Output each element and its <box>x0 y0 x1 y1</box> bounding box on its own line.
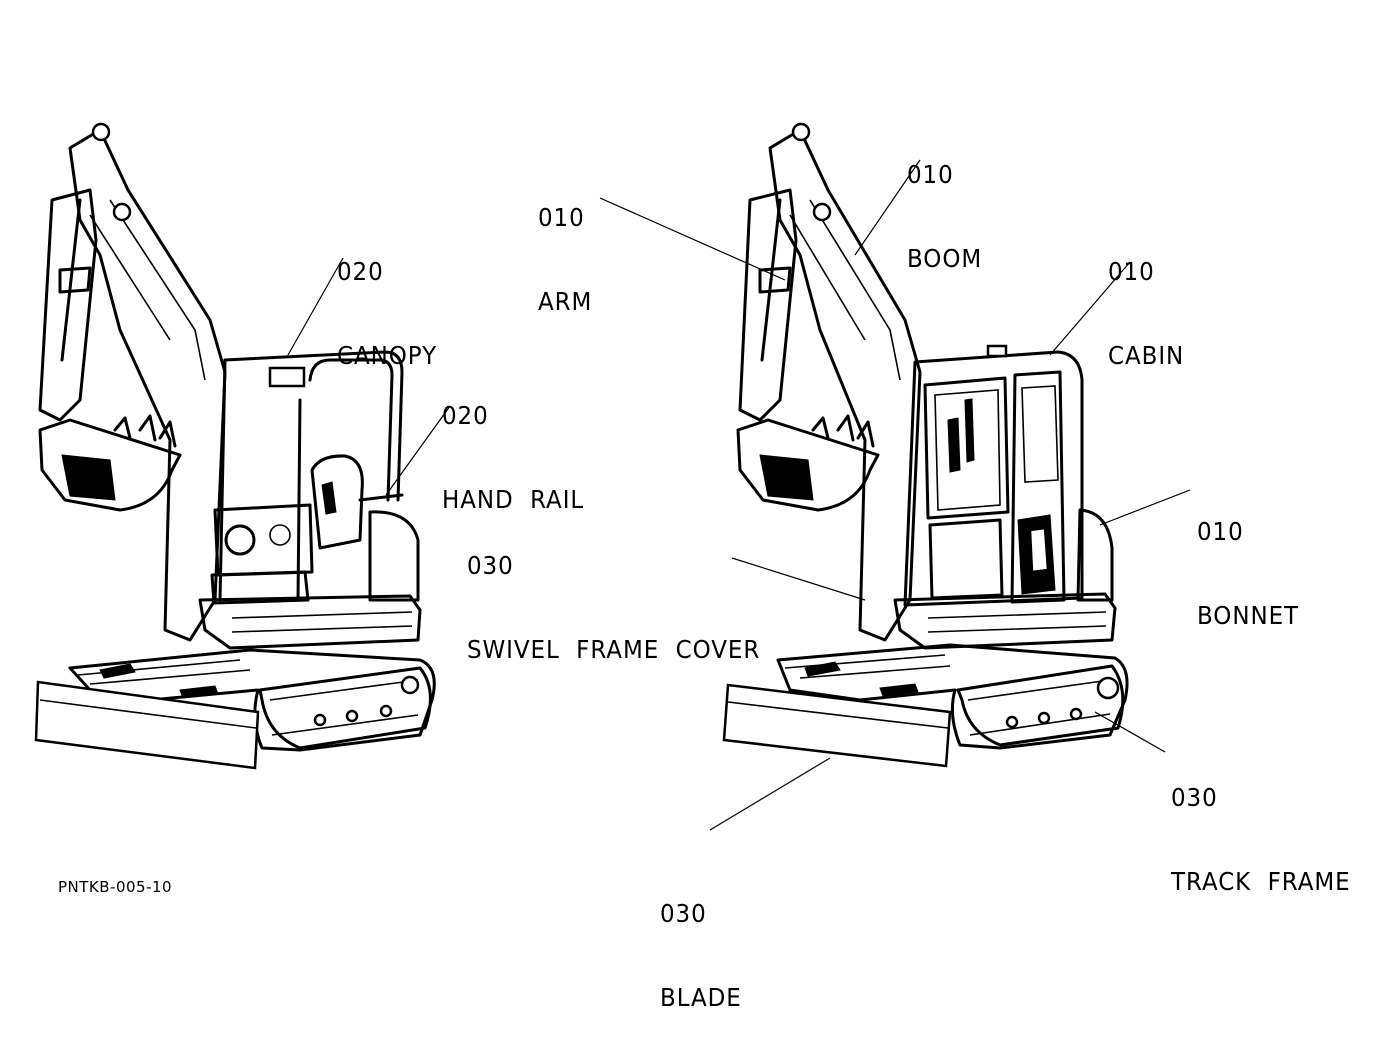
hand-rail-leader <box>385 405 451 496</box>
left-boom-arm <box>38 122 227 642</box>
right-cabin <box>903 344 1084 607</box>
boom-leader <box>854 159 921 256</box>
canopy-leader <box>287 257 344 356</box>
callout-blade: 030 BLADE <box>660 844 742 1040</box>
blade-code: 030 <box>660 899 707 928</box>
callout-arm: 010 ARM <box>538 148 592 344</box>
boom-code: 010 <box>907 160 954 189</box>
arm-code: 010 <box>538 203 585 232</box>
hand-rail-name: HAND RAIL <box>442 485 585 514</box>
blade-leader <box>709 757 831 831</box>
callout-swivel-frame-cover: 030 SWIVEL FRAME COVER <box>467 496 760 692</box>
swivel-frame-cover-name: SWIVEL FRAME COVER <box>467 635 761 664</box>
right-bucket <box>736 414 880 512</box>
callout-cabin: 010 CABIN <box>1108 202 1184 398</box>
blade-name: BLADE <box>660 983 742 1012</box>
left-bucket <box>38 414 182 512</box>
left-blade <box>34 680 260 770</box>
right-blade <box>722 683 952 768</box>
hand-rail-code: 020 <box>442 401 489 430</box>
callout-bonnet: 010 BONNET <box>1197 462 1299 658</box>
cabin-code: 010 <box>1108 257 1155 286</box>
left-canopy-frame <box>218 350 404 602</box>
bonnet-leader <box>1099 489 1191 526</box>
canopy-excavator-illustration <box>34 122 436 770</box>
right-upper-structure <box>893 508 1117 650</box>
bonnet-code: 010 <box>1197 517 1244 546</box>
arm-leader <box>599 197 786 281</box>
left-seat <box>310 454 404 550</box>
swivel-frame-cover-leader <box>731 557 866 601</box>
callout-hand-rail: 020 HAND RAIL <box>442 346 584 542</box>
canopy-code: 020 <box>337 257 384 286</box>
callout-boom: 010 BOOM <box>907 105 982 301</box>
bonnet-name: BONNET <box>1197 601 1299 630</box>
left-upper-structure <box>198 503 422 650</box>
right-boom-arm <box>738 122 922 642</box>
boom-name: BOOM <box>907 244 983 273</box>
document-id: PNTKB-005-10 <box>58 878 173 896</box>
cabin-name: CABIN <box>1108 341 1185 370</box>
parts-diagram <box>34 122 1191 831</box>
left-track-assembly <box>68 648 436 752</box>
callout-canopy: 020 CANOPY <box>337 202 437 398</box>
canopy-name: CANOPY <box>337 341 438 370</box>
track-frame-name: TRACK FRAME <box>1171 867 1351 896</box>
track-frame-leader <box>1094 711 1166 753</box>
cabin-leader <box>1049 261 1131 356</box>
callout-track-frame: 030 TRACK FRAME <box>1171 728 1351 924</box>
track-frame-code: 030 <box>1171 783 1218 812</box>
arm-name: ARM <box>538 287 593 316</box>
right-track-assembly <box>776 643 1129 750</box>
swivel-frame-cover-code: 030 <box>467 551 514 580</box>
cabin-excavator-illustration <box>722 122 1129 768</box>
